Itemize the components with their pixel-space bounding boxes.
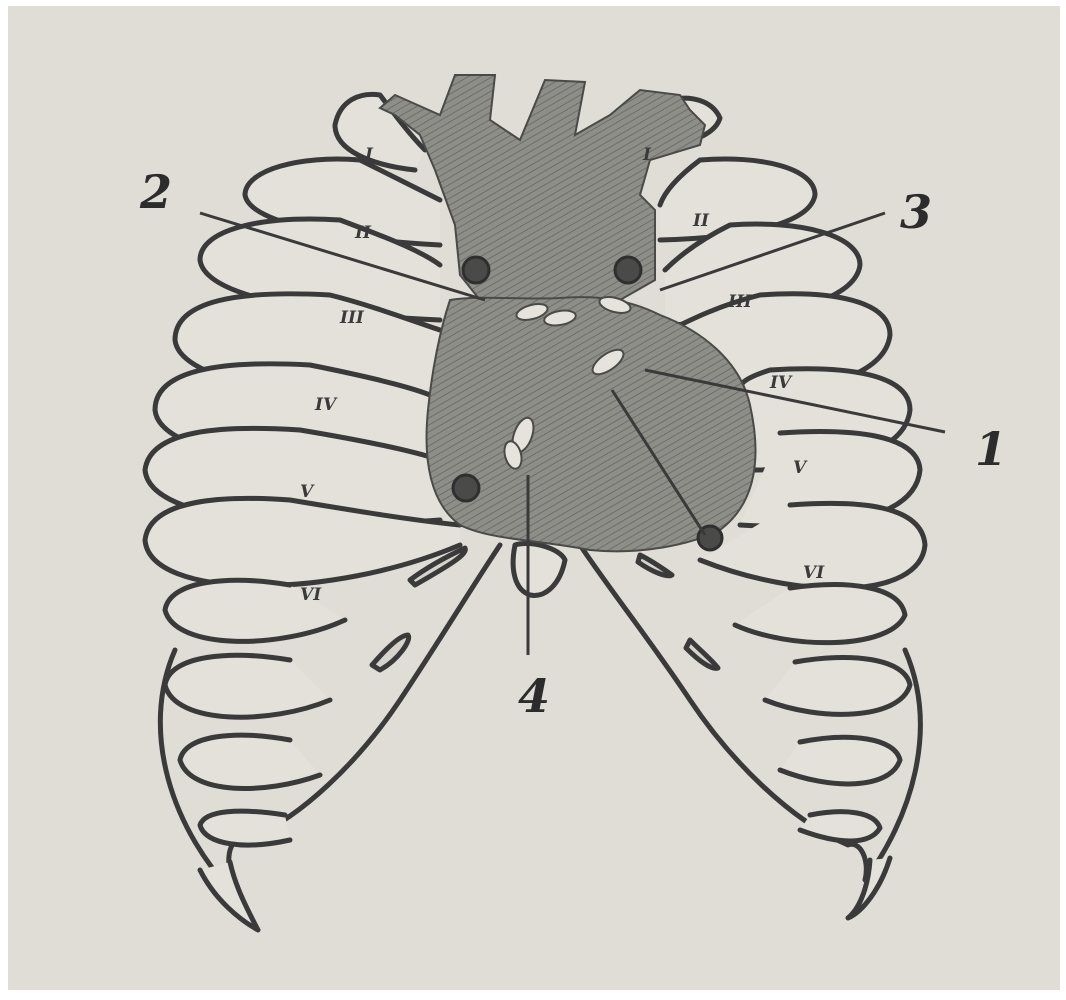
callout-4: 4	[518, 669, 550, 723]
left-rib-label-5: V	[300, 482, 315, 502]
right-rib-label-6: VI	[803, 563, 825, 583]
pulmonary-auscultation-point	[615, 257, 641, 283]
right-rib-label-1: I	[642, 145, 652, 165]
right-rib-11	[800, 812, 880, 841]
left-rib-label-3: III	[339, 308, 365, 328]
tricuspid-auscultation-point	[453, 475, 479, 501]
left-rib-label-1: I	[364, 145, 374, 165]
left-rib-label-4: IV	[314, 395, 338, 415]
right-rib-label-2: II	[692, 211, 710, 231]
callout-2: 2	[139, 165, 172, 219]
right-rib-label-5: V	[793, 458, 808, 478]
aortic-auscultation-point	[463, 257, 489, 283]
left-rib-11	[200, 811, 290, 845]
right-rib-label-4: IV	[769, 373, 793, 393]
callout-1: 1	[975, 422, 1007, 476]
right-rib-label-3: III	[727, 292, 753, 312]
left-rib-label-6: VI	[300, 585, 322, 605]
callout-3: 3	[900, 185, 932, 239]
left-rib-label-2: II	[354, 223, 372, 243]
